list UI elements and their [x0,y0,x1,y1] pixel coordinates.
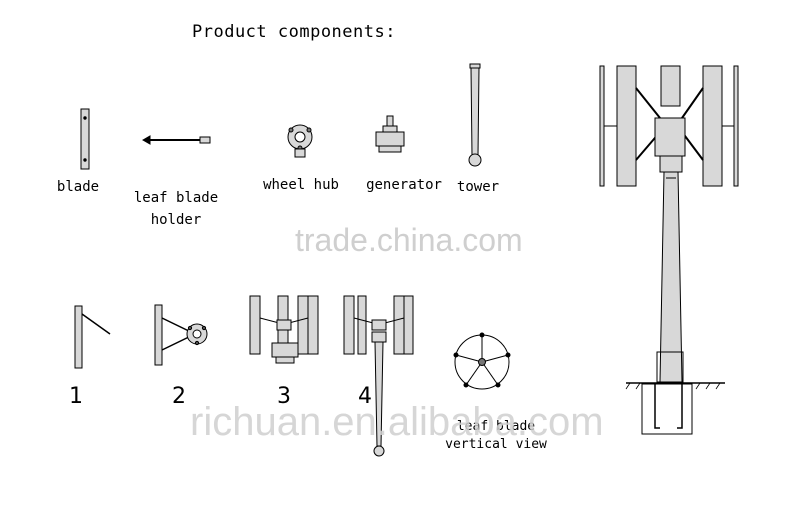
page-title: Product components: [192,22,396,42]
step-1-figure [74,305,111,369]
label-generator: generator [366,177,442,193]
step-3-figure [249,295,319,364]
label-blade: blade [56,179,100,195]
step-2-figure [154,304,208,366]
step-4-number: 4 [358,384,372,409]
label-leaf-blade-holder: leaf blade holder [133,190,219,228]
step-4-figure [343,295,414,457]
step-2-number: 2 [172,384,186,409]
blade-icon [80,108,90,170]
wheel-hub-icon [287,124,313,158]
top-view-figure [453,332,511,390]
label-wheel-hub: wheel hub [263,177,339,193]
tower-icon [468,63,482,167]
watermark-bottom: richuan.en.alibaba.com [190,400,604,444]
step-3-number: 3 [277,384,291,409]
generator-icon [375,115,405,153]
leaf-blade-holder-icon [141,135,211,145]
step-1-number: 1 [69,384,83,409]
label-tower: tower [456,179,500,195]
assembled-turbine-figure [599,65,739,435]
watermark-center: trade.china.com [295,222,523,258]
label-top-view: leaf blade vertical view [445,419,547,452]
